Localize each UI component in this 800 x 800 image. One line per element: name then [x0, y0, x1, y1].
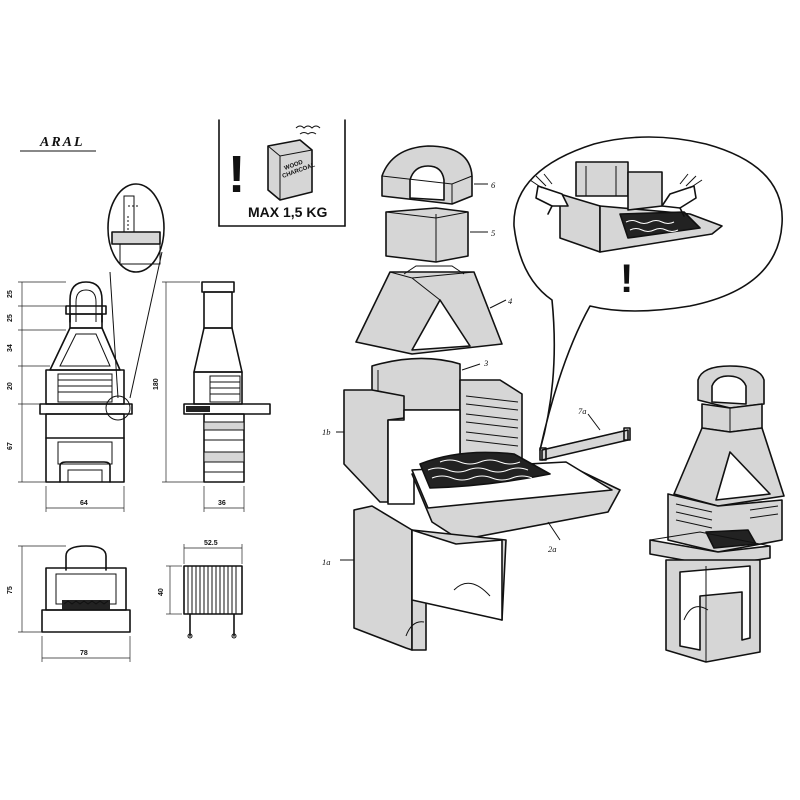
grill-height-dim: 40	[158, 588, 165, 596]
warning-exclamation: !	[228, 146, 245, 204]
detail-bubble: !	[513, 136, 783, 451]
part-2a-grill-shelf	[411, 451, 621, 541]
front-dim-5: 67	[7, 442, 14, 450]
part-7a-rod	[539, 413, 631, 461]
height-dim: 180	[153, 378, 160, 390]
part-1a-base	[340, 505, 507, 651]
fuel-warning-box: ! WOOD CHARCOAL MAX 1,5 KG	[218, 119, 346, 227]
plan-depth-dim: 75	[7, 586, 14, 594]
part-5-chimney-block	[385, 207, 488, 263]
model-title: ARAL	[39, 135, 85, 150]
detail-warning-exclamation: !	[620, 257, 633, 301]
exploded-view: 6 5 4 3 1b 1a 2a 7a	[322, 145, 631, 651]
label-part-7a: 7a	[578, 406, 587, 416]
front-dim-2: 25	[7, 314, 14, 322]
front-dim-1: 25	[7, 290, 14, 298]
label-part-1b: 1b	[322, 427, 331, 437]
label-part-5: 5	[491, 228, 495, 238]
front-view	[39, 281, 133, 483]
max-load-label: MAX 1,5 KG	[248, 204, 327, 220]
grill-dimensions: 52.5 40	[158, 540, 243, 615]
side-view	[183, 281, 271, 483]
label-part-3: 3	[483, 358, 488, 368]
detail-magnifier	[107, 183, 165, 399]
front-dimensions: 25 25 34 20 67 64	[7, 281, 125, 512]
label-part-2a: 2a	[548, 544, 557, 554]
part-6-chimney-cap	[381, 145, 488, 205]
part-1b-firebox	[336, 379, 523, 505]
side-dimensions: 180 36	[153, 281, 245, 512]
plan-dimensions: 75 78	[7, 545, 131, 662]
plan-width-dim: 78	[80, 650, 88, 657]
front-dim-4: 20	[7, 382, 14, 390]
label-part-1a: 1a	[322, 557, 331, 567]
side-width-dim: 36	[218, 500, 226, 507]
plan-view	[41, 545, 131, 633]
front-dim-3: 34	[7, 344, 14, 352]
grill-width-dim: 52.5	[204, 540, 218, 547]
label-part-6: 6	[491, 180, 496, 190]
part-4-hood	[355, 265, 507, 355]
charcoal-bag-icon: WOOD CHARCOAL	[267, 125, 321, 201]
label-part-4: 4	[508, 296, 513, 306]
front-width-dim: 64	[80, 500, 88, 507]
assembled-barbecue	[649, 365, 785, 663]
grill-rack-view	[183, 565, 243, 639]
